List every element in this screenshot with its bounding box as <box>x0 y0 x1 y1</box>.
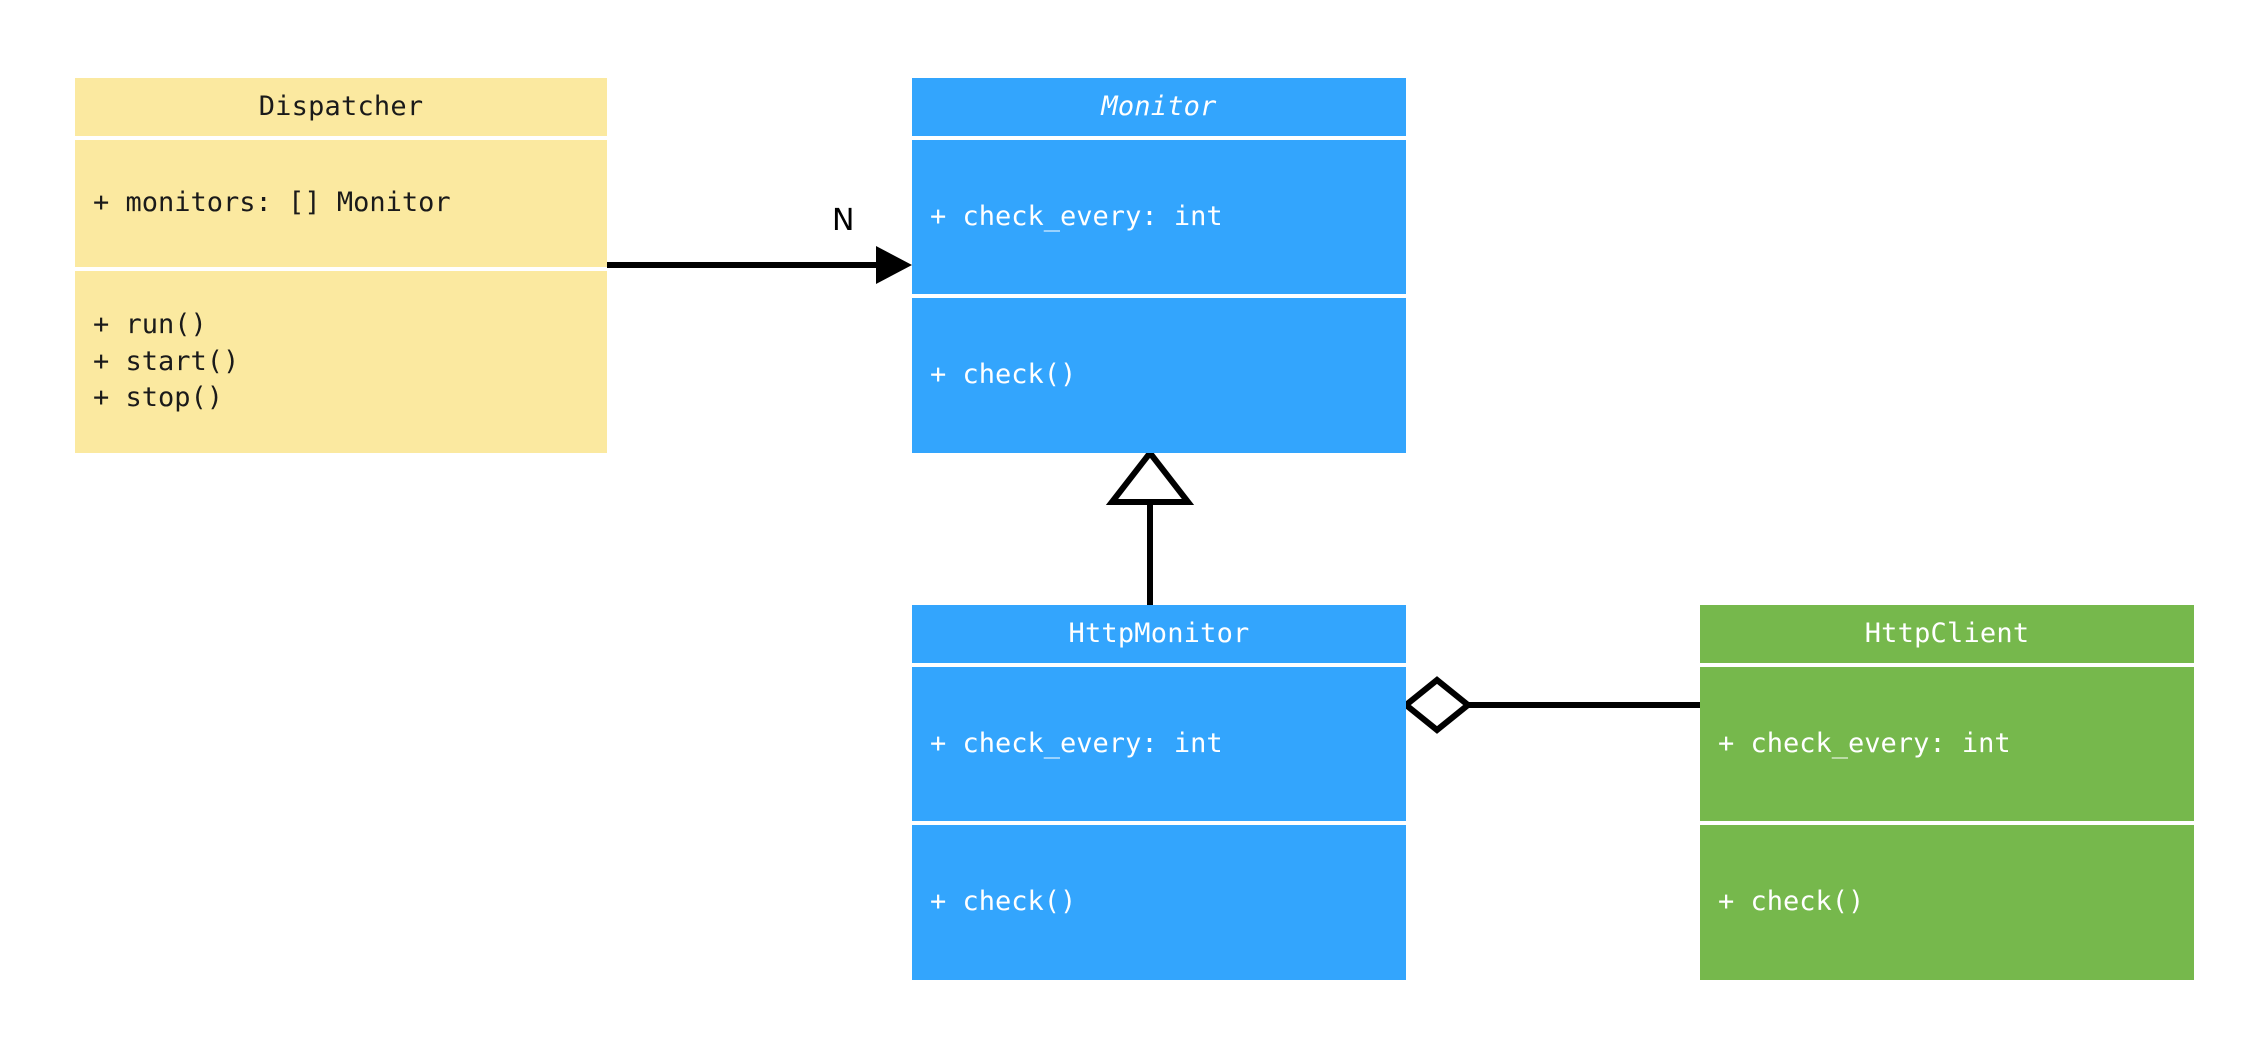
association-dispatcher-monitor <box>607 246 912 284</box>
attributes-compartment-monitor: + check_every: int <box>912 136 1406 294</box>
method-row: + start() <box>93 345 240 377</box>
methods-compartment-monitor: + check() <box>912 294 1406 453</box>
method-row: + check() <box>1718 886 1865 918</box>
method-row: + stop() <box>93 382 224 414</box>
class-name-http-client: HttpClient <box>1864 618 2030 650</box>
methods-compartment-http-client: + check() <box>1700 821 2194 980</box>
class-header-monitor: Monitor <box>912 78 1406 136</box>
class-box-monitor[interactable]: Monitor + check_every: int + check() <box>912 78 1406 453</box>
method-row: + run() <box>93 309 207 341</box>
methods-compartment-dispatcher: + run() + start() + stop() <box>75 267 607 453</box>
attribute-row: + monitors: [] Monitor <box>93 187 451 219</box>
class-box-http-client[interactable]: HttpClient + check_every: int + check() <box>1700 605 2194 980</box>
method-row: + check() <box>930 359 1077 391</box>
aggregation-httpmonitor-httpclient <box>1401 676 1700 734</box>
attribute-row: + check_every: int <box>930 727 1223 759</box>
class-box-http-monitor[interactable]: HttpMonitor + check_every: int + check() <box>912 605 1406 980</box>
attribute-row: + check_every: int <box>930 200 1223 232</box>
class-header-dispatcher: Dispatcher <box>75 78 607 136</box>
attributes-compartment-http-monitor: + check_every: int <box>912 663 1406 821</box>
association-multiplicity-label: N <box>832 203 855 238</box>
generalization-httpmonitor-monitor <box>1105 448 1195 605</box>
class-box-dispatcher[interactable]: Dispatcher + monitors: [] Monitor + run(… <box>75 78 607 453</box>
methods-compartment-http-monitor: + check() <box>912 821 1406 980</box>
class-name-dispatcher: Dispatcher <box>258 91 424 123</box>
attribute-row: + check_every: int <box>1718 727 2011 759</box>
class-name-monitor: Monitor <box>1101 91 1217 123</box>
class-header-http-monitor: HttpMonitor <box>912 605 1406 663</box>
class-name-http-monitor: HttpMonitor <box>1068 618 1250 650</box>
attributes-compartment-http-client: + check_every: int <box>1700 663 2194 821</box>
method-row: + check() <box>930 886 1077 918</box>
class-header-http-client: HttpClient <box>1700 605 2194 663</box>
attributes-compartment-dispatcher: + monitors: [] Monitor <box>75 136 607 267</box>
